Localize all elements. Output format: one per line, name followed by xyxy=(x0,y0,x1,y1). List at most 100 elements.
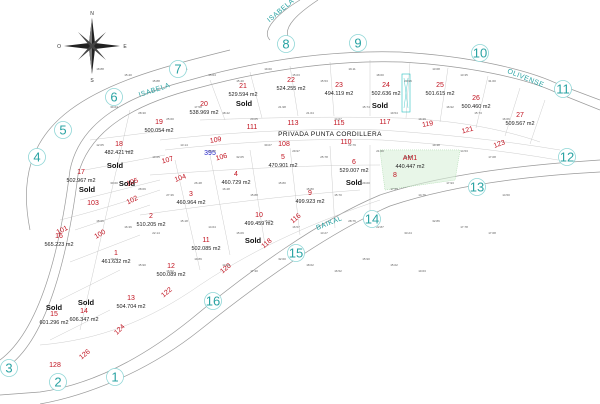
segment-number: 105 xyxy=(126,177,139,188)
lot-number: 21 xyxy=(239,83,247,90)
lot-number: 14 xyxy=(80,308,88,315)
segment-number: 115 xyxy=(333,120,344,127)
lot-number: 22 xyxy=(287,77,295,84)
lot-number: 6 xyxy=(352,159,356,166)
dimension-label: 17.77 xyxy=(110,257,118,261)
dimension-label: 10.63 xyxy=(418,269,426,273)
street-isabela-top: ISABELA xyxy=(266,0,296,24)
circle-label: 9 xyxy=(349,34,367,52)
segment-number: 122 xyxy=(160,286,174,299)
dimension-label: 13.27 xyxy=(320,231,328,235)
segment-number: 124 xyxy=(113,323,126,336)
segment-number: 126 xyxy=(78,348,92,361)
sold-label: Sold xyxy=(119,179,136,188)
lot-number: 26 xyxy=(472,95,480,102)
circle-label: 14 xyxy=(363,210,381,228)
circle-label-text: 3 xyxy=(5,361,12,376)
circle-label-text: 10 xyxy=(473,46,487,61)
dimension-label: 16.36 xyxy=(124,225,132,229)
sold-label: Sold xyxy=(107,161,124,170)
dimension-label: 14.30 xyxy=(222,263,230,267)
dimension-label: 28.69 xyxy=(138,187,146,191)
dimension-label: 19.54 xyxy=(390,111,398,115)
dimension-label: 29.97 xyxy=(292,149,300,153)
lot-area: 601.296 m2 xyxy=(39,320,68,326)
segment-number: 117 xyxy=(379,119,390,126)
circle-label-text: 12 xyxy=(560,150,574,165)
dimension-label: 30.64 xyxy=(110,105,118,109)
dimension-label: 15.74 xyxy=(362,105,370,109)
dimension-label: 32.60 xyxy=(278,257,286,261)
circle-label-ring xyxy=(468,178,486,196)
lot-number: 3 xyxy=(189,191,193,198)
dimension-label: 20.05 xyxy=(250,117,258,121)
dimension-label: 19.60 xyxy=(264,67,272,71)
dimension-label: 15.63 xyxy=(264,219,272,223)
dimension-label: 15.80 xyxy=(306,187,314,191)
dimension-label: 32.86 xyxy=(432,219,440,223)
dimension-label: 17.30 xyxy=(250,269,258,273)
dimension-label: 14.76 xyxy=(418,193,426,197)
dimension-label: 15.18 xyxy=(180,219,188,223)
dimension-label: 17.78 xyxy=(460,225,468,229)
dimension-label: 25.60 xyxy=(166,117,174,121)
lot-area: 460.964 m2 xyxy=(176,200,205,206)
lot-number: 8 xyxy=(393,172,397,179)
dimension-label: 11.74 xyxy=(124,149,132,153)
lot-number: 1 xyxy=(114,250,118,257)
circle-label-ring xyxy=(49,373,67,391)
dimension-label: 15.03 xyxy=(292,73,300,77)
segment-number: 100 xyxy=(93,229,107,241)
dimension-label: 32.72 xyxy=(208,149,216,153)
dimension-label: 15.09 xyxy=(236,231,244,235)
dimension-label: 18.66 xyxy=(96,219,104,223)
dimension-label: 19.38 xyxy=(432,143,440,147)
lot-area: 499.923 m2 xyxy=(295,199,324,205)
lot-lines xyxy=(39,60,561,346)
lot-area: 501.615 m2 xyxy=(425,91,454,97)
circle-label-text: 16 xyxy=(206,294,220,309)
lot-number: 19 xyxy=(155,119,163,126)
sold-label: Sold xyxy=(236,99,253,108)
lot-area: 565.223 m2 xyxy=(44,242,73,248)
dimension-labels: 18.8815.4015.8815.1115.6415.4019.6015.03… xyxy=(96,67,510,273)
dimension-label: 16.52 xyxy=(334,269,342,273)
dimension-label: 12.65 xyxy=(96,143,104,147)
lot-area: 509.567 m2 xyxy=(505,121,534,127)
special-number: 395 xyxy=(204,150,216,157)
dimension-label: 18.42 xyxy=(222,111,230,115)
segment-number: 121 xyxy=(461,126,474,136)
street-olivense: OLIVENSE xyxy=(506,68,545,89)
circle-label-ring xyxy=(554,80,572,98)
circle-label-ring xyxy=(204,292,222,310)
dimension-label: 17.55 xyxy=(390,187,398,191)
lot-number: 20 xyxy=(200,101,208,108)
circle-label-text: 1 xyxy=(111,370,118,385)
dimension-label: 15.40 xyxy=(236,79,244,83)
sold-label: Sold xyxy=(372,101,389,110)
lot-number: 2 xyxy=(149,213,153,220)
circle-label: 3 xyxy=(0,359,18,377)
compass-e: E xyxy=(123,44,127,50)
circle-label: 16 xyxy=(204,292,222,310)
dimension-label: 17.68 xyxy=(488,231,496,235)
dimension-label: 13.68 xyxy=(432,67,440,71)
lot-area: 606.347 m2 xyxy=(69,317,98,323)
circle-label-text: 2 xyxy=(54,375,61,390)
compass-o: O xyxy=(57,44,61,50)
sold-label: Sold xyxy=(78,298,95,307)
dimension-label: 18.60 xyxy=(376,73,384,77)
circle-label: 13 xyxy=(468,178,486,196)
lot-number: 23 xyxy=(335,82,343,89)
circle-label-ring xyxy=(558,148,576,166)
lot-area: 460.729 m2 xyxy=(221,180,250,186)
street-isabela: ISABELA xyxy=(138,82,171,99)
sold-label: Sold xyxy=(245,236,262,245)
lot-area: 499.459 m2 xyxy=(244,221,273,227)
dimension-label: 10.65 xyxy=(152,155,160,159)
segment-number: 103 xyxy=(87,200,99,207)
lot-area: 510.205 m2 xyxy=(136,222,165,228)
